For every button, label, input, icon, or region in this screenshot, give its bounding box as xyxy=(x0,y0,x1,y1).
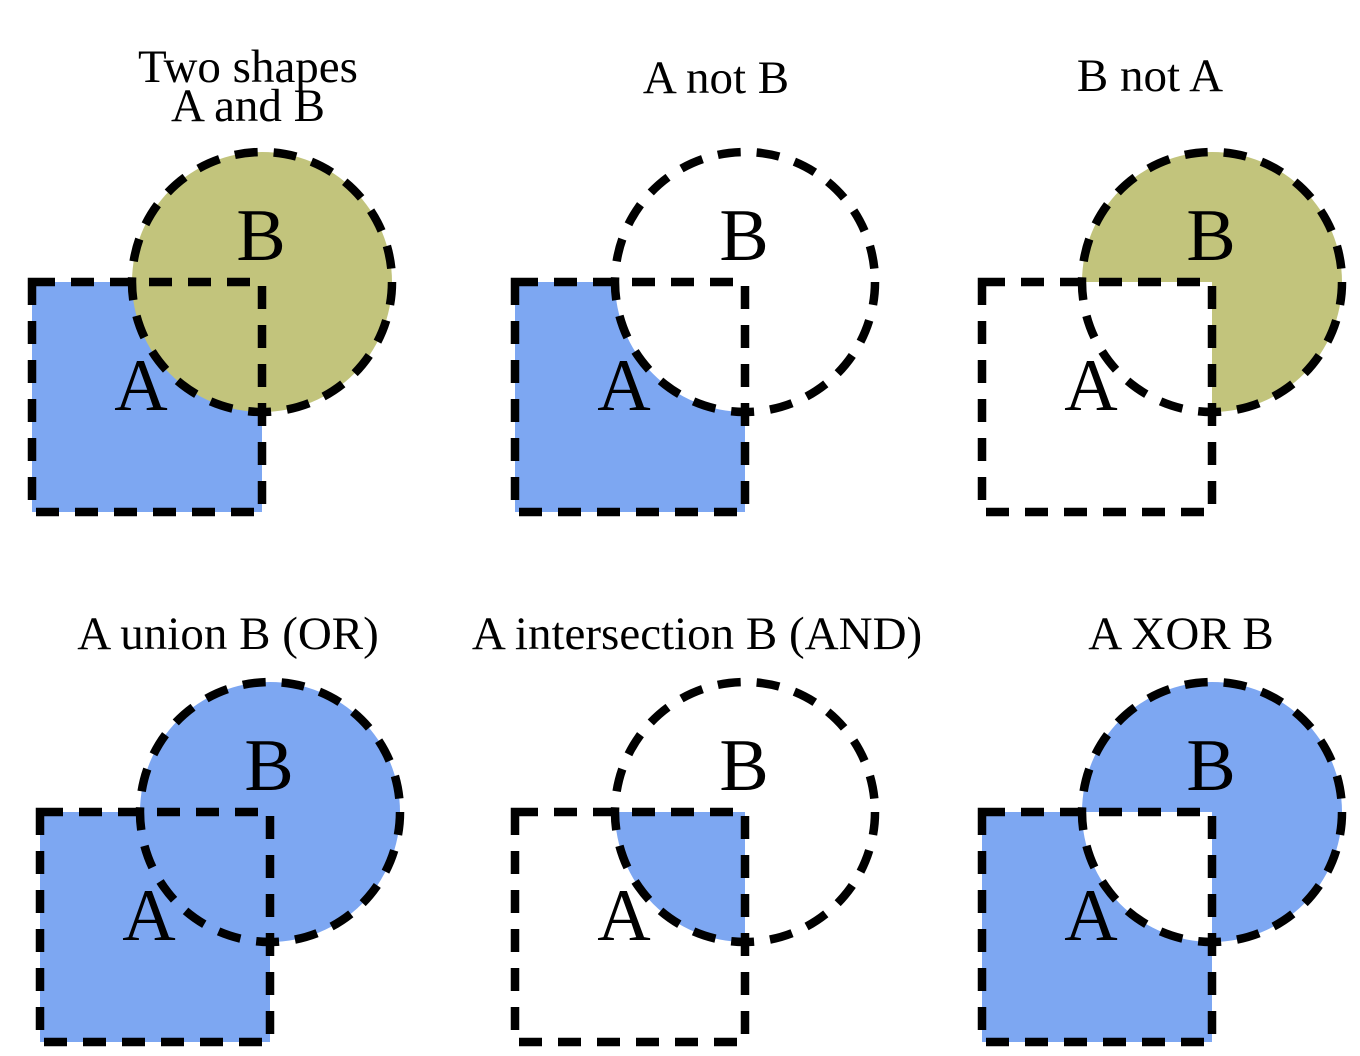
label-shape-a: A xyxy=(122,875,175,957)
shape-b-circle-outline xyxy=(1077,147,1347,417)
panel-title-union: A union B (OR) xyxy=(77,608,379,660)
label-shape-a: A xyxy=(597,875,650,957)
panel-title-line1: Two shapes xyxy=(138,41,358,93)
label-shape-b: B xyxy=(1186,195,1235,277)
region-a-minus-b-fill xyxy=(515,282,745,512)
label-shape-b: B xyxy=(719,195,768,277)
label-shape-b: B xyxy=(719,725,768,807)
region-b-minus-a-fill xyxy=(1082,152,1342,412)
label-shape-a: A xyxy=(597,345,650,427)
shape-b-circle-fill xyxy=(132,152,392,412)
shape-b-circle-outline xyxy=(127,147,397,417)
region-b-minus-a-fill-as-a xyxy=(1082,682,1342,942)
shape-b-circle-outline xyxy=(610,147,880,417)
shape-b-circle-outline xyxy=(1077,677,1347,947)
panel-title-line2: A and B xyxy=(170,80,326,132)
panel-a-not-b-canvas: A B xyxy=(510,147,880,517)
label-shape-a: A xyxy=(1064,875,1117,957)
label-shape-b: B xyxy=(244,725,293,807)
panel-union-canvas: A B xyxy=(35,677,405,1047)
panel-title-a-not-b: A not B xyxy=(642,52,790,104)
panel-title-b-not-a: B not A xyxy=(1076,50,1224,102)
shape-b-circle-outline xyxy=(610,677,880,947)
panel-xor-canvas: A B xyxy=(977,677,1347,1047)
panel-intersection-canvas: A B xyxy=(510,677,880,1047)
label-shape-b: B xyxy=(236,195,285,277)
label-shape-b: B xyxy=(1186,725,1235,807)
shape-b-circle-fill-as-a xyxy=(140,682,400,942)
shape-b-circle-outline xyxy=(135,677,405,947)
panel-two-shapes-canvas: A B xyxy=(27,147,397,517)
region-a-minus-b-fill xyxy=(982,812,1212,1042)
region-a-and-b-fill xyxy=(615,812,745,942)
label-shape-a: A xyxy=(114,345,167,427)
panel-title-xor: A XOR B xyxy=(1088,608,1274,660)
label-shape-a: A xyxy=(1064,345,1117,427)
panel-b-not-a-canvas: A B xyxy=(977,147,1347,517)
panel-title-intersection: A intersection B (AND) xyxy=(471,608,923,660)
panel-title-two-shapes: Two shapes A and B xyxy=(98,41,398,132)
